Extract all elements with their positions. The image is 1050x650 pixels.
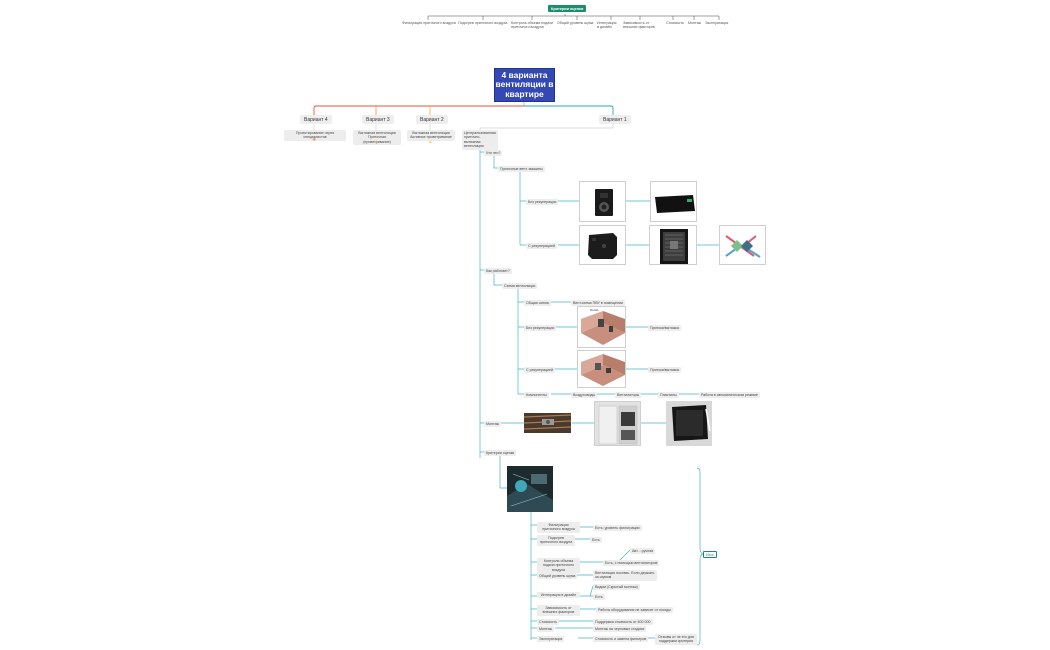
variant-3-node[interactable]: Вариант 3 bbox=[362, 115, 394, 124]
variant-2-desc[interactable]: Вытяжная вентиляция Активное проветриван… bbox=[407, 130, 455, 141]
component-fans[interactable]: Вентиляторы bbox=[615, 392, 642, 399]
v1-with-recup2-node[interactable]: С рекуперацией bbox=[524, 367, 556, 374]
variant-1-node[interactable]: Вариант 1 bbox=[599, 115, 631, 124]
crit-heating[interactable]: Подогрев приточного воздуха bbox=[537, 535, 575, 546]
crit-mount-value[interactable]: Монтаж на черновых стадиях bbox=[593, 626, 647, 633]
crit-noise[interactable]: Общий уровень шума bbox=[537, 573, 578, 580]
scheme-no-recup-image bbox=[577, 306, 626, 348]
top-item-design[interactable]: Интеграция в дизайн bbox=[597, 21, 617, 30]
crit-design[interactable]: Интеграция в дизайн bbox=[537, 592, 580, 599]
variant-4-desc[interactable]: Проектирование через специалистов bbox=[284, 130, 346, 141]
top-root-node[interactable]: Критерии оценки bbox=[548, 5, 587, 12]
top-item-heating[interactable]: Подогрев приточного воздуха bbox=[458, 21, 508, 25]
v1-duct-node[interactable]: Притоки/вытяжка bbox=[648, 325, 681, 332]
crit-external-value[interactable]: Работа оборудования не зависит от погоды bbox=[596, 607, 673, 614]
v1-criteria-node[interactable]: Критерии оценки bbox=[484, 450, 517, 457]
crit-filtration[interactable]: Фильтрация приточного воздуха bbox=[537, 522, 580, 533]
v1-scheme-node[interactable]: Схема вентиляции bbox=[502, 283, 538, 290]
v1-no-recup2-node[interactable]: Без рекуперации bbox=[524, 325, 557, 332]
component-plates[interactable]: Пластины bbox=[658, 392, 679, 399]
unit-no-recup-image bbox=[579, 181, 626, 222]
v1-with-recup-node[interactable]: С рекуперацией bbox=[526, 243, 558, 250]
variant-4-node[interactable]: Вариант 4 bbox=[300, 115, 332, 124]
component-auto-mode[interactable]: Работа в автоматическом режиме bbox=[699, 392, 760, 399]
v1-duct2-node[interactable]: Притоки/вытяжка bbox=[648, 367, 681, 374]
unit-recup-open-image bbox=[649, 225, 697, 265]
star-icon: ✳ bbox=[374, 140, 379, 146]
top-item-mount[interactable]: Монтаж bbox=[688, 21, 702, 25]
criteria-photo-image bbox=[507, 466, 553, 512]
main-root-node[interactable]: 4 варианта вентиляции в квартире bbox=[494, 68, 555, 102]
unit-recup-image bbox=[579, 225, 626, 265]
top-item-noise[interactable]: Общий уровень шума bbox=[557, 21, 594, 25]
scheme-recup-image bbox=[577, 350, 626, 388]
mount-ceiling-image bbox=[524, 413, 571, 433]
star-icon: ✳ bbox=[428, 140, 433, 146]
variant-2-node[interactable]: Вариант 2 bbox=[416, 115, 448, 124]
star-icon: ✳ bbox=[312, 137, 317, 143]
mount-unit-image bbox=[666, 401, 712, 446]
recup-flow-diagram-image bbox=[719, 225, 766, 265]
variant-3-desc[interactable]: Вытяжная вентиляция Приточная (проветрив… bbox=[353, 130, 401, 146]
crit-design-sub[interactable]: Видим (Скрытый монтаж) bbox=[593, 584, 640, 591]
crit-air-control-sub[interactable]: Авт. - ручная bbox=[630, 548, 656, 555]
crit-cost[interactable]: Стоимость bbox=[537, 619, 559, 626]
crit-cost-value[interactable]: Поддержка стоимость от 400 000 bbox=[593, 619, 653, 626]
crit-filtration-value[interactable]: Есть, уровень фильтрации bbox=[593, 525, 642, 532]
top-item-air-control[interactable]: Контроль объема подачи приточного воздух… bbox=[511, 21, 554, 30]
crit-usage[interactable]: Эксплуатация bbox=[537, 636, 565, 643]
crit-usage-sub[interactable]: Отзывы от че его для поддержки критерия bbox=[655, 634, 697, 645]
top-item-filtration[interactable]: Фильтрация приточного воздуха bbox=[402, 21, 456, 25]
unit-no-recup-flat-image bbox=[650, 181, 697, 222]
v1-general-node[interactable]: Общая схема bbox=[524, 300, 551, 307]
top-item-cost[interactable]: Стоимость bbox=[666, 21, 684, 25]
crit-air-control[interactable]: Контроль объема подачи приточного воздух… bbox=[537, 558, 580, 574]
crit-air-control-value[interactable]: Есть, с помощью вентиляторов bbox=[603, 560, 660, 567]
v1-general-desc[interactable]: Вент.схема ПВУ в помещении bbox=[571, 300, 626, 307]
main-root-title: 4 варианта вентиляции в квартире bbox=[495, 69, 554, 99]
mount-cabinet-image bbox=[594, 401, 641, 446]
crit-noise-value[interactable]: Вентиляция поставь. Если держать за шумо… bbox=[593, 570, 657, 581]
crit-design-value[interactable]: Есть bbox=[593, 594, 605, 601]
v1-what-node[interactable]: Что это? bbox=[484, 150, 503, 157]
v1-units-node[interactable]: Приточные вент. машины bbox=[498, 166, 545, 173]
scheme-tag-label: ВАША bbox=[590, 308, 599, 312]
v1-how-node[interactable]: Как работает? bbox=[484, 268, 512, 275]
crit-external[interactable]: Зависимость от внешних факторов bbox=[537, 605, 580, 616]
crit-mount[interactable]: Монтаж bbox=[537, 626, 555, 633]
crit-heating-value[interactable]: Есть bbox=[590, 537, 602, 544]
variant-1-desc[interactable]: Централизованная приточно-вытяжная венти… bbox=[462, 130, 498, 150]
v1-components-node[interactable]: Компоненты bbox=[524, 392, 549, 399]
top-item-external[interactable]: Зависимость от внешних факторов bbox=[623, 21, 655, 30]
top-item-usage[interactable]: Эксплуатация bbox=[705, 21, 729, 25]
crit-usage-value[interactable]: Стоимость и замена фильтров bbox=[593, 636, 649, 643]
summary-node[interactable]: Итог bbox=[703, 551, 717, 558]
component-ducts[interactable]: Воздуховоды bbox=[571, 392, 598, 399]
v1-no-recup-node[interactable]: Без рекуперации bbox=[526, 199, 559, 206]
v1-mount-node[interactable]: Монтаж bbox=[484, 421, 502, 428]
